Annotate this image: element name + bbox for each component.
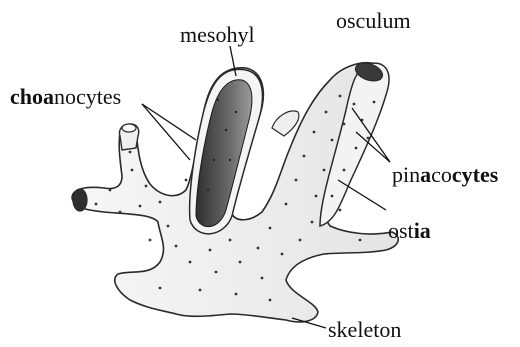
label-choanocytes: choanocytes: [10, 84, 121, 109]
small-tube-opening: [122, 124, 136, 132]
label-osculum: osculum: [336, 8, 411, 33]
label-pinacocytes-c: co: [431, 162, 452, 187]
label-pinacocytes-a: pin: [392, 162, 420, 187]
small-bud: [272, 111, 299, 136]
label-skeleton: skeleton: [328, 317, 401, 342]
label-ostia: ostia: [388, 218, 431, 243]
label-pinacocytes-d: cytes: [452, 162, 499, 187]
label-ostia-b: ia: [414, 218, 431, 243]
left-branch-opening: [73, 189, 87, 211]
label-mesohyl: mesohyl: [180, 22, 255, 47]
label-choanocytes-bold: choa: [10, 84, 54, 109]
label-pinacocytes: pinacocytes: [392, 162, 499, 187]
label-pinacocytes-b: a: [420, 162, 431, 187]
label-choanocytes-rest: nocytes: [54, 84, 121, 109]
label-ostia-a: ost: [388, 218, 414, 243]
